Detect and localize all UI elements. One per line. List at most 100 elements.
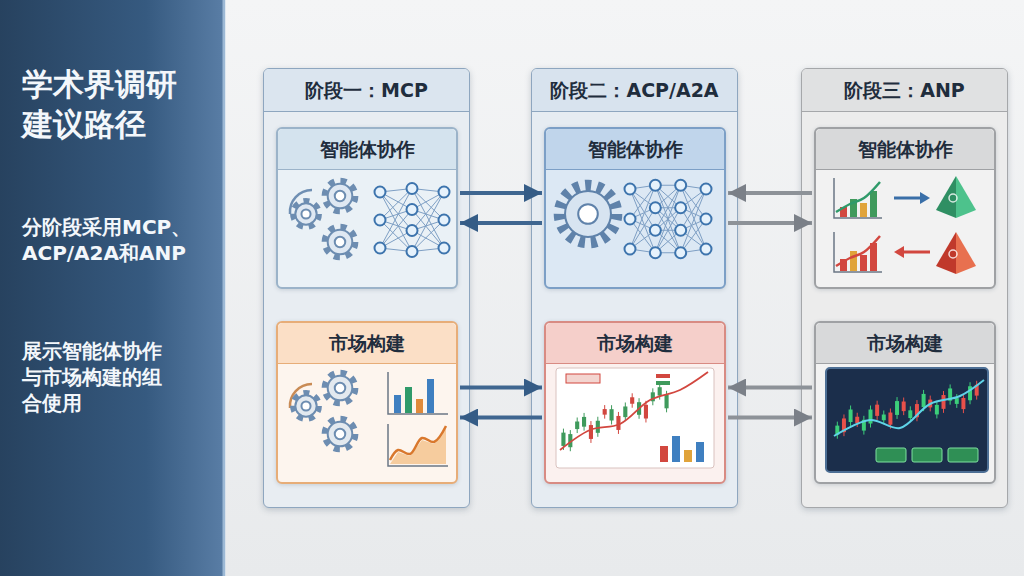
net-link xyxy=(655,252,680,253)
net-link xyxy=(412,231,444,249)
screen-button xyxy=(912,448,942,462)
flow-arrow xyxy=(894,197,922,200)
candle-body xyxy=(568,434,572,447)
candle-body xyxy=(835,426,839,435)
chart-axes xyxy=(834,178,882,218)
header-band: 阶段三：ANP xyxy=(802,69,1007,112)
chart-axes xyxy=(834,232,882,272)
box-title: 市场构建 xyxy=(284,330,450,356)
gear-teeth xyxy=(293,201,319,227)
net-link xyxy=(380,189,412,193)
net-node xyxy=(439,215,450,226)
box-title: 智能体协作 xyxy=(552,136,718,162)
header-band: 市场构建 xyxy=(816,323,994,364)
flow-arrow xyxy=(902,251,930,254)
net-link xyxy=(412,220,444,231)
gear-teeth xyxy=(325,181,355,211)
sidebar-glow xyxy=(223,0,226,576)
net-link xyxy=(681,249,706,253)
stage-title: 阶段三：ANP xyxy=(808,77,1001,103)
candle-body xyxy=(855,417,859,423)
chart-bar xyxy=(870,243,877,271)
header-band: 智能体协作 xyxy=(816,129,994,170)
token-right xyxy=(956,176,976,218)
net-link xyxy=(412,192,444,210)
side-note: 分阶段采用MCP、ACP/A2A和ANP xyxy=(22,214,200,266)
gear-hub xyxy=(335,429,346,440)
gear-teeth xyxy=(325,227,355,257)
gear-icon xyxy=(325,227,355,257)
cycle-arrow xyxy=(290,384,312,408)
net-link xyxy=(655,185,680,253)
gear-body xyxy=(295,203,316,224)
net-node xyxy=(650,202,661,213)
chart-bar xyxy=(416,399,423,413)
trend-line xyxy=(836,182,880,212)
net-link xyxy=(630,219,655,230)
flow-connector xyxy=(728,191,812,195)
candle-body xyxy=(575,422,579,430)
candle-wick xyxy=(863,416,864,435)
chart-bar xyxy=(840,259,847,271)
side-note: 展示智能体协作与市场构建的组合使用 xyxy=(22,338,174,416)
gear-icon xyxy=(293,201,319,227)
candle-wick xyxy=(597,417,598,437)
net-link xyxy=(655,185,680,230)
candle-body xyxy=(603,409,607,415)
candle-body xyxy=(842,418,846,432)
gear-icon xyxy=(325,419,355,449)
net-node xyxy=(650,247,661,258)
net-link xyxy=(412,192,444,252)
net-link xyxy=(412,220,444,252)
candle-wick xyxy=(611,405,612,424)
function-box: 智能体协作 xyxy=(276,127,458,289)
candle-wick xyxy=(837,422,838,439)
net-link xyxy=(412,248,444,252)
candle-wick xyxy=(625,402,626,421)
candle-body xyxy=(561,433,565,446)
net-link xyxy=(380,231,412,249)
candle-wick xyxy=(563,429,564,450)
gear-icon xyxy=(325,373,355,403)
candle-wick xyxy=(590,421,591,443)
net-node xyxy=(650,225,661,236)
net-link xyxy=(630,208,655,249)
trend-line xyxy=(560,372,708,450)
candle-wick xyxy=(652,388,653,405)
net-link xyxy=(655,185,680,208)
gear-teeth xyxy=(325,373,355,403)
net-node xyxy=(375,215,386,226)
net-link xyxy=(681,219,706,230)
candle-body xyxy=(610,409,614,420)
net-link xyxy=(681,189,706,253)
function-box: 市场构建 xyxy=(544,321,726,484)
candle-wick xyxy=(645,401,646,423)
net-link xyxy=(630,249,655,253)
net-node xyxy=(375,187,386,198)
candle-wick xyxy=(950,384,951,404)
net-node xyxy=(407,204,418,215)
token-right xyxy=(956,232,976,274)
net-node xyxy=(407,246,418,257)
candle-wick xyxy=(970,382,971,404)
candle-wick xyxy=(897,397,898,419)
candle-wick xyxy=(903,398,904,416)
chart-chip xyxy=(566,374,600,383)
net-link xyxy=(681,185,706,249)
net-link xyxy=(412,192,444,231)
net-link xyxy=(655,208,680,253)
chart-bar xyxy=(427,379,434,413)
candle-body xyxy=(862,420,866,431)
chart-screen xyxy=(826,368,988,472)
candle-body xyxy=(849,410,853,423)
net-link xyxy=(655,185,680,208)
candle-wick xyxy=(890,409,891,429)
gear-hub xyxy=(335,383,346,394)
token-mark xyxy=(949,194,957,202)
candle-body xyxy=(908,410,912,418)
header-band: 市场构建 xyxy=(546,323,724,364)
net-link xyxy=(412,210,444,249)
candle-body xyxy=(955,398,959,404)
token-mark xyxy=(949,250,957,258)
